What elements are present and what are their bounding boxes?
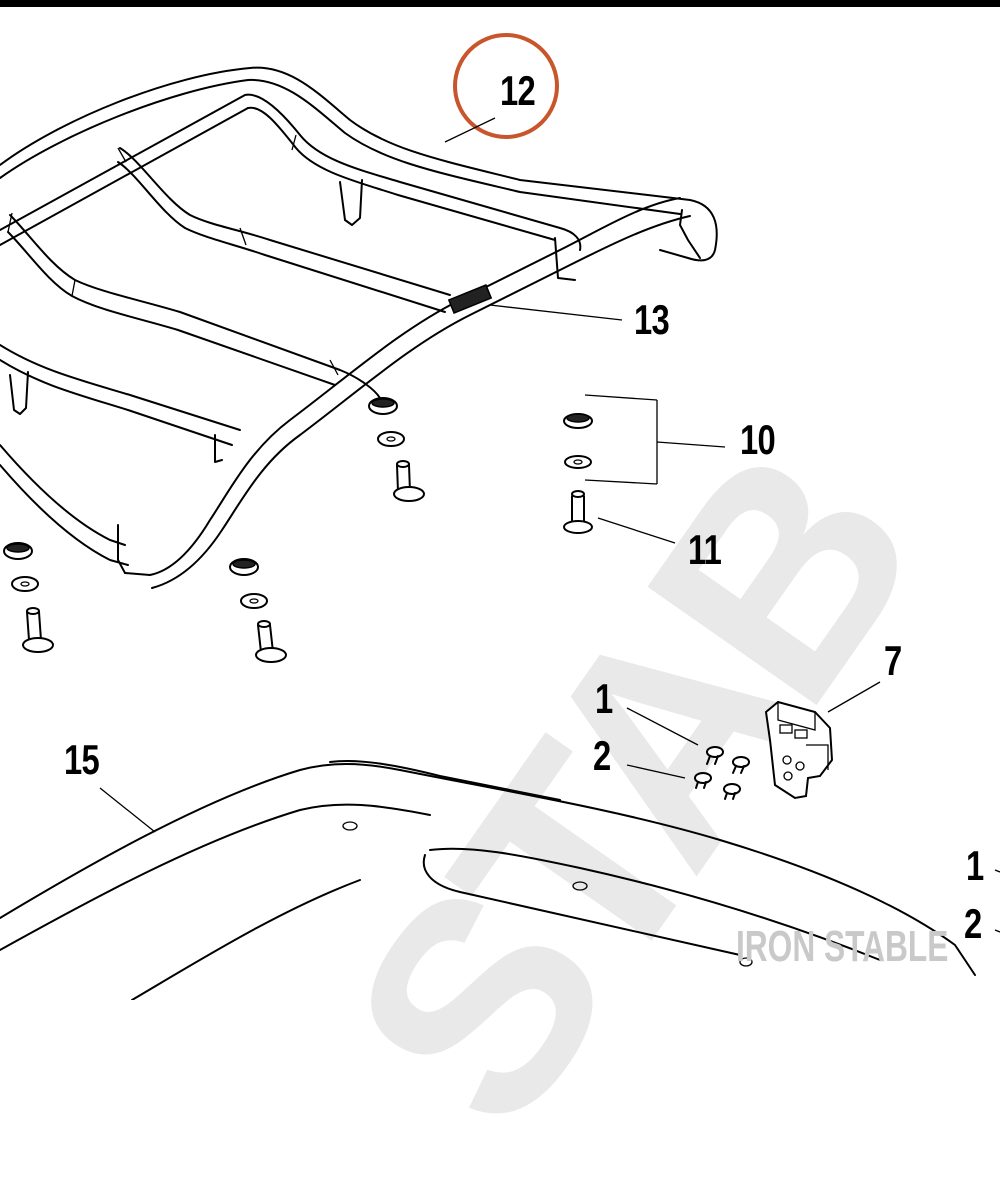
screws — [694, 746, 750, 800]
callout-15: 15 — [64, 736, 100, 783]
hardware-stack-left — [3, 542, 54, 653]
callout-10: 10 — [740, 416, 776, 463]
brand-watermark: IRON STABLE — [736, 922, 949, 971]
highlight-circle — [453, 33, 559, 139]
hardware-stack-right — [563, 413, 593, 534]
callout-2-right: 2 — [964, 900, 982, 947]
callout-2: 2 — [593, 732, 611, 779]
callout-1-right: 1 — [966, 842, 984, 889]
hardware-stack-lower — [229, 558, 287, 663]
mounting-bracket — [764, 700, 834, 800]
trunk-lid — [0, 759, 976, 1000]
callout-12: 12 — [500, 67, 536, 114]
exploded-parts-diagram — [0, 33, 1000, 1000]
top-border-bar — [0, 0, 1000, 7]
callout-13: 13 — [634, 296, 670, 343]
hardware-stack-center — [368, 397, 425, 502]
callout-7: 7 — [884, 637, 902, 684]
callout-1: 1 — [595, 675, 613, 722]
callout-11: 11 — [688, 526, 722, 573]
luggage-rack — [0, 66, 718, 589]
leader-lines — [99, 117, 1000, 933]
rack-badge — [447, 284, 493, 314]
